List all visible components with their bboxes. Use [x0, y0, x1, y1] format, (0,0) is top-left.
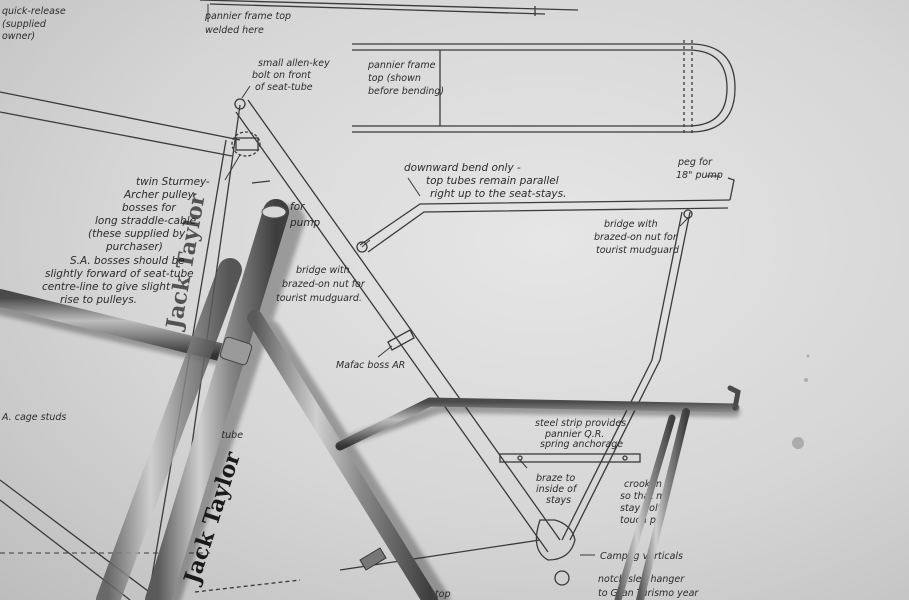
note-crook-2: so that m [620, 491, 665, 502]
note-pulley-3: bosses for [122, 202, 176, 214]
note-bridge-right-1: bridge with [604, 219, 658, 230]
note-pannier-top-1: pannier frame top [204, 11, 291, 22]
note-quick-release-1: quick-release [2, 6, 66, 17]
rack-strut-left [636, 408, 690, 600]
rack-top-rail [335, 397, 740, 451]
note-cage-studs: A. cage studs [1, 412, 66, 423]
pannier-frame-outline [352, 43, 736, 133]
note-pulley-1: twin Sturmey- [136, 176, 210, 188]
annotations: quick-release (supplied owner) pannier f… [1, 6, 723, 600]
note-braze-1: braze to [536, 473, 575, 484]
down-tube [96, 258, 242, 600]
note-mafac: Mafac boss AR [336, 360, 405, 371]
note-allen-key-1: small allen-key [258, 58, 330, 69]
note-pulley-6: purchaser) [105, 241, 163, 253]
note-pannier-top-2: welded here [205, 25, 264, 36]
seat-tube [145, 199, 289, 600]
note-pannier-frame-1: pannier frame [367, 60, 436, 71]
note-peg-2: 18" pump [676, 170, 723, 181]
note-strip-3: spring anchorage [540, 439, 623, 450]
note-strip-1: steel strip provides [535, 418, 626, 429]
frame-tubing [0, 199, 741, 600]
note-bend-2: top tubes remain parallel [426, 175, 559, 187]
paper-spots [792, 354, 810, 449]
note-bridge-left-3: tourist mudguard. [276, 293, 362, 304]
note-pulley-7: S.A. bosses should be [70, 255, 185, 267]
note-allen-key-2: bolt on front [252, 70, 312, 81]
note-pulley-10: rise to pulleys. [60, 294, 137, 306]
rack-strut-right [614, 414, 676, 600]
note-crook-3: stay bolt [620, 503, 663, 514]
note-strip-2: pannier Q.R. [544, 429, 604, 440]
note-bridge-left-1: bridge with [296, 265, 350, 276]
note-bridge-right-2: brazed-on nut for [594, 232, 678, 243]
note-braze-2: inside of [536, 484, 578, 495]
note-pannier-frame-2: top (shown [368, 73, 421, 84]
note-crook-1: crook in [624, 479, 662, 490]
seat-stay [247, 310, 438, 600]
note-pulley-9: centre-line to give slight [42, 281, 171, 293]
note-quick-release-3: owner) [2, 31, 35, 42]
note-peg-1: peg for [677, 157, 713, 168]
note-hanger-2: to Gran Turismo year [598, 588, 699, 599]
note-bridge-right-3: tourist mudguard [596, 245, 680, 256]
note-pulley-4: long straddle-cable [95, 215, 196, 227]
note-bend-1: downward bend only - [404, 162, 521, 174]
note-campag: Campag verticals [600, 551, 683, 562]
note-pulley-8: slightly forward of seat-tube [45, 268, 194, 280]
note-pannier-frame-3: before bending) [368, 86, 444, 97]
note-bend-3: right up to the seat-stays. [430, 188, 566, 200]
note-pulley-5: (these supplied by [88, 228, 186, 240]
note-braze-3: stays [546, 495, 571, 506]
note-pulley-2: Archer pulley [123, 189, 195, 201]
note-bridge-left-2: brazed-on nut for [282, 279, 366, 290]
note-allen-key-3: of seat-tube [255, 82, 313, 93]
note-quick-release-2: (supplied [2, 19, 47, 30]
